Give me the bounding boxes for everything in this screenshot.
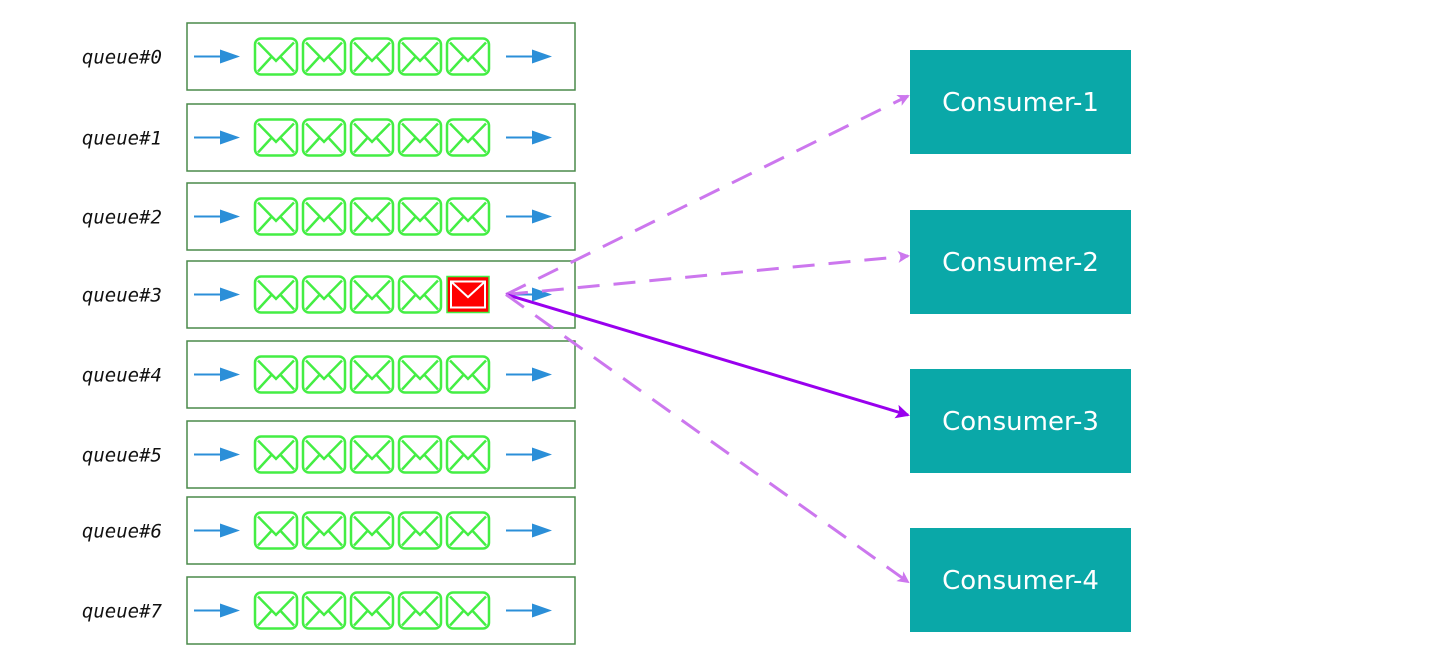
arrow-right-icon [194,447,240,462]
arrow-right-icon [194,287,240,302]
queue-row: queue#2 [82,182,576,251]
highlighted-envelope-icon [446,275,490,314]
envelope-icon [349,511,395,550]
envelope-icon [301,118,347,157]
arrow-right-icon [194,130,240,145]
queue-label: queue#0 [82,47,162,69]
consumer-4: Consumer-4 [910,528,1131,632]
arrow-right-icon [506,367,552,382]
queue-label: queue#7 [82,601,163,623]
queue-label: queue#6 [82,521,162,543]
envelope-icon [253,435,299,474]
queue-label: queue#4 [82,365,162,387]
arrow-right-icon [506,523,552,538]
envelope-icon [301,511,347,550]
envelope-icon [253,591,299,630]
envelope-icon [253,355,299,394]
consumer-label: Consumer-4 [942,566,1099,596]
envelope-icon [397,118,443,157]
envelope-icon [445,435,491,474]
arrow-right-icon [194,209,240,224]
consumer-3: Consumer-3 [910,369,1131,473]
dashed-link-arrow [505,293,910,584]
envelope-icon [397,435,443,474]
consumer-2: Consumer-2 [910,210,1131,314]
queue-row: queue#6 [82,496,576,565]
queues: queue#0 queue#1 queue#2 queue#3 queue#4 queue… [82,22,576,645]
consumer-label: Consumer-2 [942,248,1099,278]
envelope-icon [253,118,299,157]
envelope-icon [253,37,299,76]
queue-row: queue#0 [82,22,576,91]
envelope-icon [301,275,347,314]
envelope-icon [397,37,443,76]
arrow-right-icon [194,49,240,64]
queue-box [186,260,576,329]
consumer-box [910,210,1131,314]
arrow-right-icon [506,209,552,224]
envelope-icon [301,37,347,76]
queue-row: queue#3 [82,260,576,329]
queue-row: queue#1 [82,103,576,172]
envelope-icon [349,118,395,157]
envelope-icon [397,511,443,550]
consumer-box [910,528,1131,632]
envelope-icon [253,275,299,314]
envelope-icon [349,37,395,76]
queue-label: queue#3 [82,285,162,307]
arrow-right-icon [506,49,552,64]
arrow-right-icon [506,447,552,462]
envelope-icon [349,591,395,630]
dashed-link-arrow [505,94,910,296]
envelope-icon [253,197,299,236]
queue-row: queue#5 [82,420,576,489]
consumer-links [505,94,910,584]
arrow-right-icon [194,367,240,382]
envelope-icon [349,435,395,474]
arrow-right-icon [506,130,552,145]
queue-label: queue#5 [82,445,162,467]
envelope-icon [301,197,347,236]
envelope-icon [301,591,347,630]
consumer-box [910,369,1131,473]
envelope-icon [397,197,443,236]
arrow-right-icon [194,523,240,538]
queue-row: queue#7 [82,576,576,645]
envelope-icon [445,197,491,236]
envelope-icon [349,197,395,236]
envelope-icon [445,591,491,630]
envelope-icon [253,511,299,550]
consumer-label: Consumer-3 [942,407,1099,437]
envelope-icon [445,355,491,394]
envelope-icon [397,355,443,394]
envelope-icon [445,37,491,76]
envelope-icon [301,435,347,474]
arrow-right-icon [506,603,552,618]
queue-label: queue#1 [82,128,162,150]
envelope-icon [445,511,491,550]
envelope-icon [445,118,491,157]
consumer-box [910,50,1131,154]
arrow-right-icon [194,603,240,618]
envelope-icon [397,591,443,630]
envelope-icon [349,275,395,314]
dashed-link-arrow [505,250,910,296]
envelope-icon [349,355,395,394]
consumer-label: Consumer-1 [942,88,1099,118]
queue-label: queue#2 [82,207,162,229]
consumer-1: Consumer-1 [910,50,1131,154]
envelope-icon [301,355,347,394]
solid-link-arrow [505,293,910,419]
queue-row: queue#4 [82,340,576,409]
envelope-icon [397,275,443,314]
